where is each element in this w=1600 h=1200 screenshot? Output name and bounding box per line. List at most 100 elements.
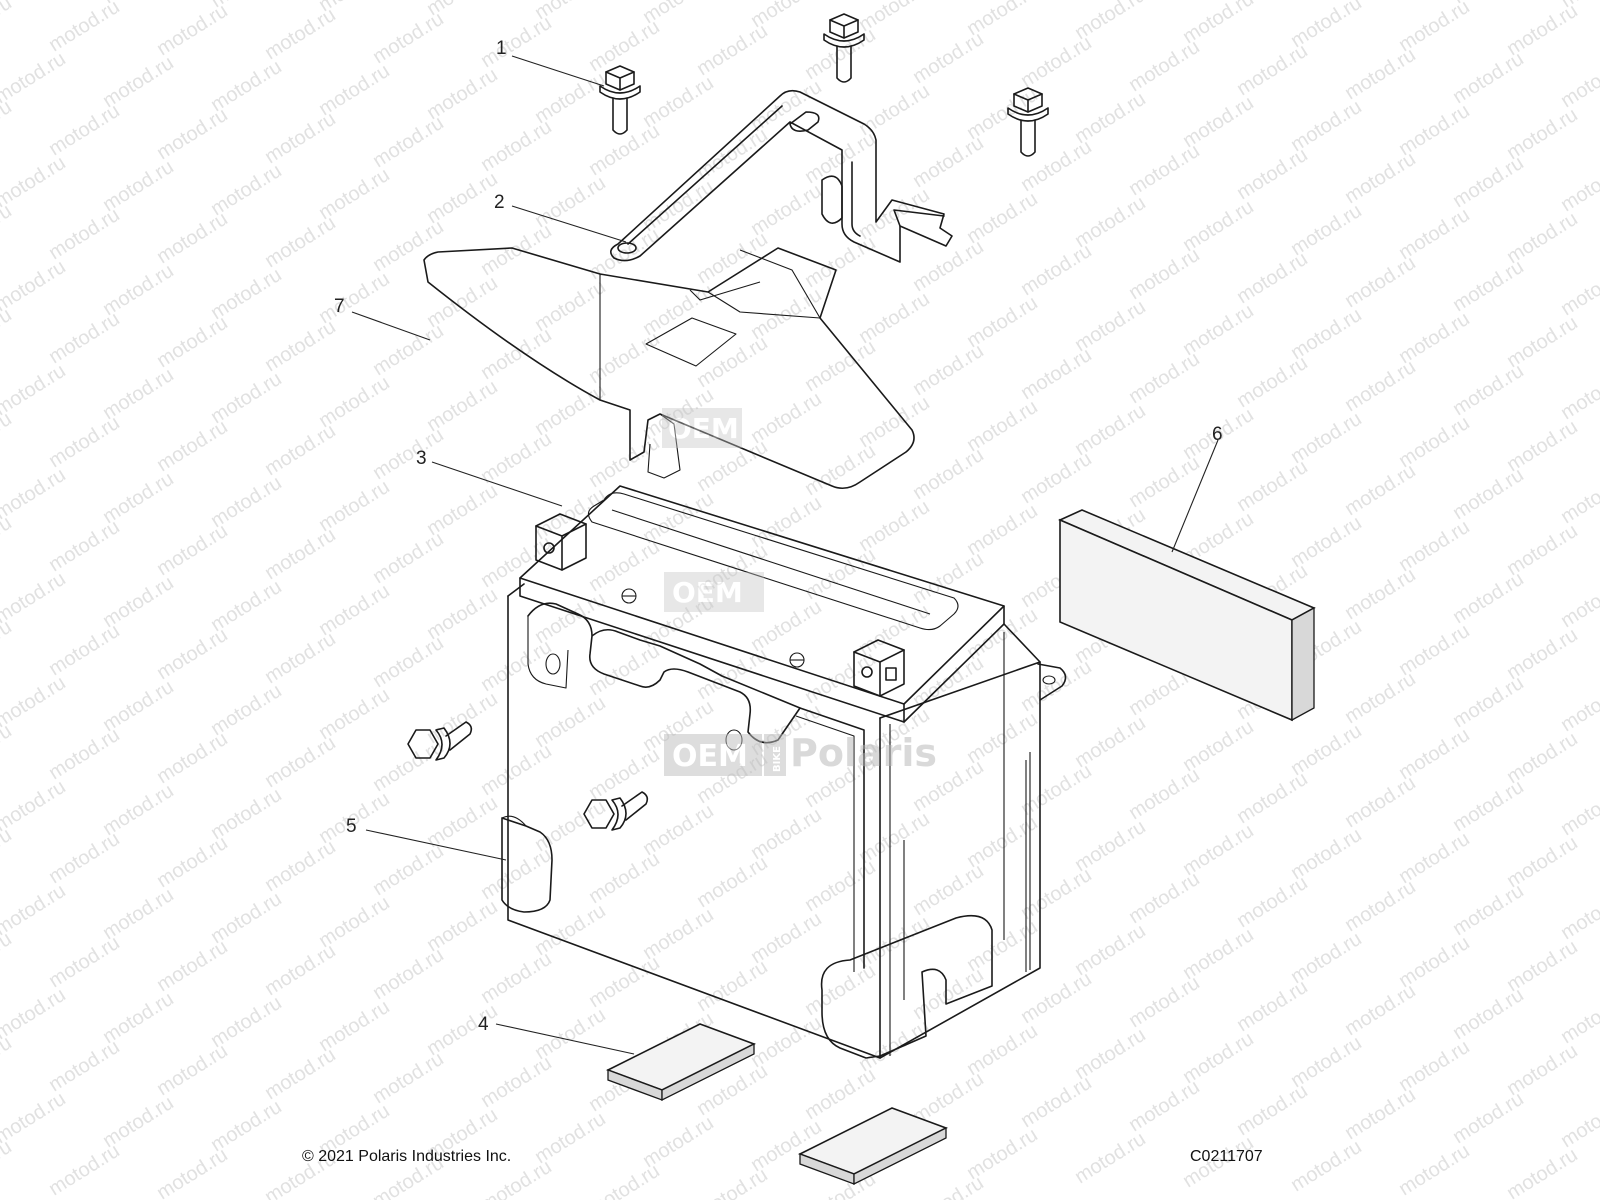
watermark-text: motod.ru (153, 728, 232, 788)
watermark-text: motod.ru (1449, 880, 1528, 940)
watermark-text: motod.ru (45, 412, 124, 472)
watermark-text: motod.ru (1017, 656, 1096, 716)
watermark-text: motod.ru (261, 628, 340, 688)
callout-2: 2 (494, 192, 505, 213)
callout-3: 3 (416, 448, 427, 469)
callout-labels: 1 2 3 4 5 6 7 (334, 38, 1223, 1035)
watermark-text: motod.ru (1125, 1076, 1204, 1136)
watermark-text: motod.ru (0, 256, 70, 316)
watermark-text: motod.ru (369, 1048, 448, 1108)
callout-1: 1 (496, 38, 507, 59)
watermark-text: motod.ru (0, 776, 70, 836)
watermark-text: motod.ru (1557, 260, 1600, 320)
bolt-top-center (823, 13, 865, 83)
watermark-text: motod.ru (585, 328, 664, 388)
pad-part-4 (605, 1023, 757, 1102)
watermark-text: motod.ru (153, 104, 232, 164)
watermark-text: motod.ru (261, 420, 340, 480)
watermark-text: motod.ru (585, 432, 664, 492)
watermark-text: motod.ru (0, 1032, 16, 1092)
watermark-text: motod.ru (1557, 884, 1600, 944)
watermark-text: motod.ru (369, 216, 448, 276)
watermark-text: motod.ru (0, 824, 16, 884)
watermark-text: motod.ru (0, 720, 16, 780)
watermark-text: motod.ru (1017, 448, 1096, 508)
bolt-part-1 (599, 65, 641, 135)
logo-oem-text-upper: OEM (668, 412, 739, 445)
watermark-text: motod.ru (1341, 252, 1420, 312)
watermark-text: motod.ru (369, 944, 448, 1004)
callout-4: 4 (478, 1014, 489, 1035)
watermark-text: motod.ru (261, 732, 340, 792)
side-pad-part-5 (501, 815, 553, 913)
watermark-text: motod.ru (1557, 780, 1600, 840)
battery-box (507, 583, 1067, 1059)
watermark-text: motod.ru (153, 312, 232, 372)
watermark-text: motod.ru (1341, 356, 1420, 416)
watermark-text: motod.ru (0, 360, 70, 420)
watermark-text: motod.ru (0, 96, 16, 156)
watermark-text: motod.ru (477, 324, 556, 384)
watermark-text: motod.ru (477, 12, 556, 72)
watermark-text: motod.ru (0, 616, 16, 676)
watermark-text: motod.ru (0, 928, 16, 988)
watermark-text: motod.ru (153, 936, 232, 996)
logo-oem-text: OEM (672, 739, 748, 774)
watermark-text: motod.ru (1449, 360, 1528, 420)
logo-bike-text: BIKE (772, 746, 783, 772)
watermark-text: motod.ru (585, 952, 664, 1012)
watermark-text: motod.ru (1341, 772, 1420, 832)
watermark-text: motod.ru (0, 200, 16, 260)
bolt-side-center (583, 791, 649, 831)
watermark-text: motod.ru (153, 520, 232, 580)
watermark-text: motod.ru (153, 0, 232, 60)
watermark-text: motod.ru (801, 960, 880, 1020)
watermark-text: motod.ru (909, 340, 988, 400)
watermark-text: motod.ru (261, 108, 340, 168)
watermark-text: motod.ru (0, 984, 70, 1044)
watermark-text: motod.ru (693, 20, 772, 80)
watermark-text: motod.ru (1341, 564, 1420, 624)
watermark-text: motod.ru (477, 1052, 556, 1112)
watermark-text: motod.ru (1341, 1084, 1420, 1144)
watermark-text: motod.ru (801, 128, 880, 188)
pad-part-4-second (797, 1107, 949, 1186)
watermark-text: motod.ru (801, 1064, 880, 1124)
watermark-text: motod.ru (1017, 136, 1096, 196)
bolt-top-right (1007, 87, 1049, 157)
watermark-text: motod.ru (1341, 980, 1420, 1040)
watermark-text: motod.ru (369, 8, 448, 68)
watermark-text: motod.ru (1125, 244, 1204, 304)
watermark-text: motod.ru (1125, 36, 1204, 96)
watermark-text: motod.ru (261, 316, 340, 376)
watermark-text: motod.ru (1017, 1072, 1096, 1132)
watermark-text: motod.ru (693, 956, 772, 1016)
watermark-text: motod.ru (1071, 1128, 1150, 1188)
logo-brand-text: Polaris (790, 731, 937, 775)
watermark-text: motod.ru (909, 1172, 988, 1200)
watermark-text: motod.ru (909, 444, 988, 504)
watermark-text: motod.ru (1125, 972, 1204, 1032)
watermark-text: motod.ru (1017, 968, 1096, 1028)
watermark-text: motod.ru (477, 532, 556, 592)
watermark-text: motod.ru (0, 0, 16, 52)
watermark-text: motod.ru (909, 236, 988, 296)
watermark-text: motod.ru (153, 624, 232, 684)
watermark-text: motod.ru (1233, 768, 1312, 828)
top-pad-part-7 (423, 247, 915, 490)
watermark-text: motod.ru (153, 208, 232, 268)
watermark-text: motod.ru (369, 632, 448, 692)
watermark-text: motod.ru (909, 964, 988, 1024)
watermark-text: motod.ru (0, 568, 70, 628)
watermark-text: motod.ru (909, 132, 988, 192)
watermark-text: motod.ru (477, 948, 556, 1008)
watermark-text: motod.ru (261, 4, 340, 64)
watermark-text: motod.ru (1557, 676, 1600, 736)
watermark-text: motod.ru (153, 1144, 232, 1200)
watermark-text: motod.ru (261, 940, 340, 1000)
watermark-text: motod.ru (1449, 256, 1528, 316)
watermark-text: motod.ru (1125, 140, 1204, 200)
watermark-text: motod.ru (45, 724, 124, 784)
